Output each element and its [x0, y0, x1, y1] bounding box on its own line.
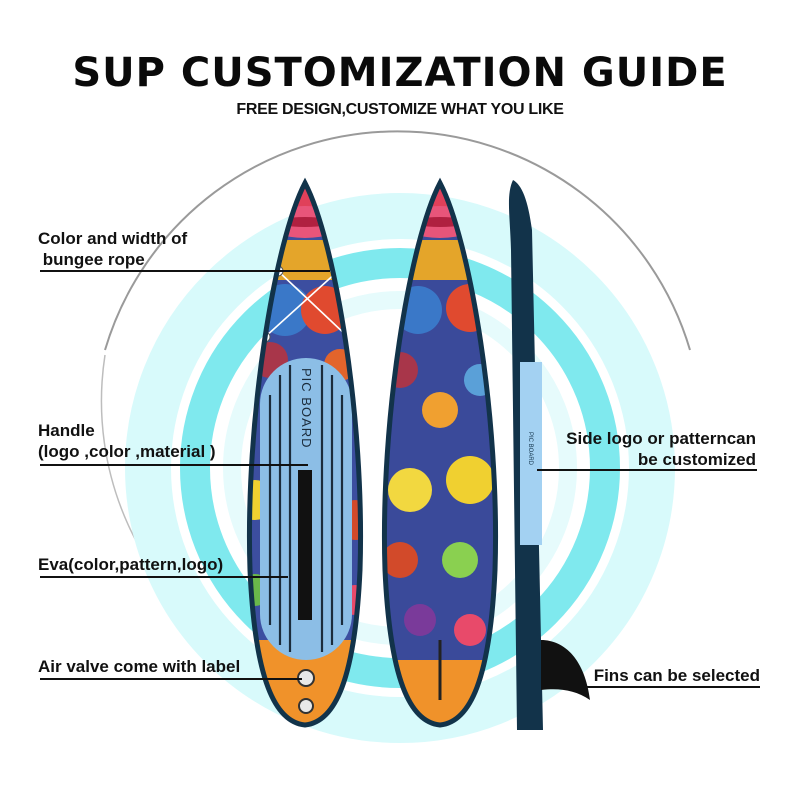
- callout-bungee-rope: Color and width of bungee rope: [38, 228, 187, 270]
- fin: [541, 640, 590, 700]
- callout-air-valve-text: Air valve come with label: [38, 657, 241, 676]
- callout-bungee-line2: bungee rope: [38, 250, 145, 269]
- leader-line-fins: [583, 686, 760, 688]
- callout-handle: Handle (logo ,color ,material ): [38, 420, 216, 462]
- side-logo: PIC BOARD: [527, 432, 533, 466]
- callout-fins: Fins can be selected: [594, 665, 760, 686]
- callout-handle-line2: (logo ,color ,material ): [38, 442, 216, 461]
- callout-bungee-line1: Color and width of: [38, 229, 188, 248]
- leader-line-bungee: [40, 270, 330, 272]
- board-side-view: PIC BOARD: [508, 180, 590, 730]
- callout-side-logo-line2: be customized: [637, 450, 756, 469]
- page-subtitle: FREE DESIGN,CUSTOMIZE WHAT YOU LIKE: [236, 101, 564, 118]
- leader-line-air-valve: [40, 678, 302, 680]
- page-title: SUP CUSTOMIZATION GUIDE: [72, 50, 728, 96]
- leader-line-side-logo: [537, 469, 757, 471]
- callout-air-valve: Air valve come with label: [38, 656, 240, 677]
- leader-line-eva: [40, 576, 288, 578]
- callout-fins-text: Fins can be selected: [593, 666, 760, 685]
- deck-logo: PIC BOARD: [299, 368, 314, 449]
- callout-eva: Eva(color,pattern,logo): [38, 554, 223, 575]
- callout-handle-line1: Handle: [38, 421, 95, 440]
- leader-line-handle: [40, 464, 308, 466]
- callout-side-logo-line1: Side logo or patterncan: [566, 429, 756, 448]
- callout-side-logo: Side logo or patterncan be customized: [566, 428, 756, 470]
- callout-eva-text: Eva(color,pattern,logo): [38, 555, 224, 574]
